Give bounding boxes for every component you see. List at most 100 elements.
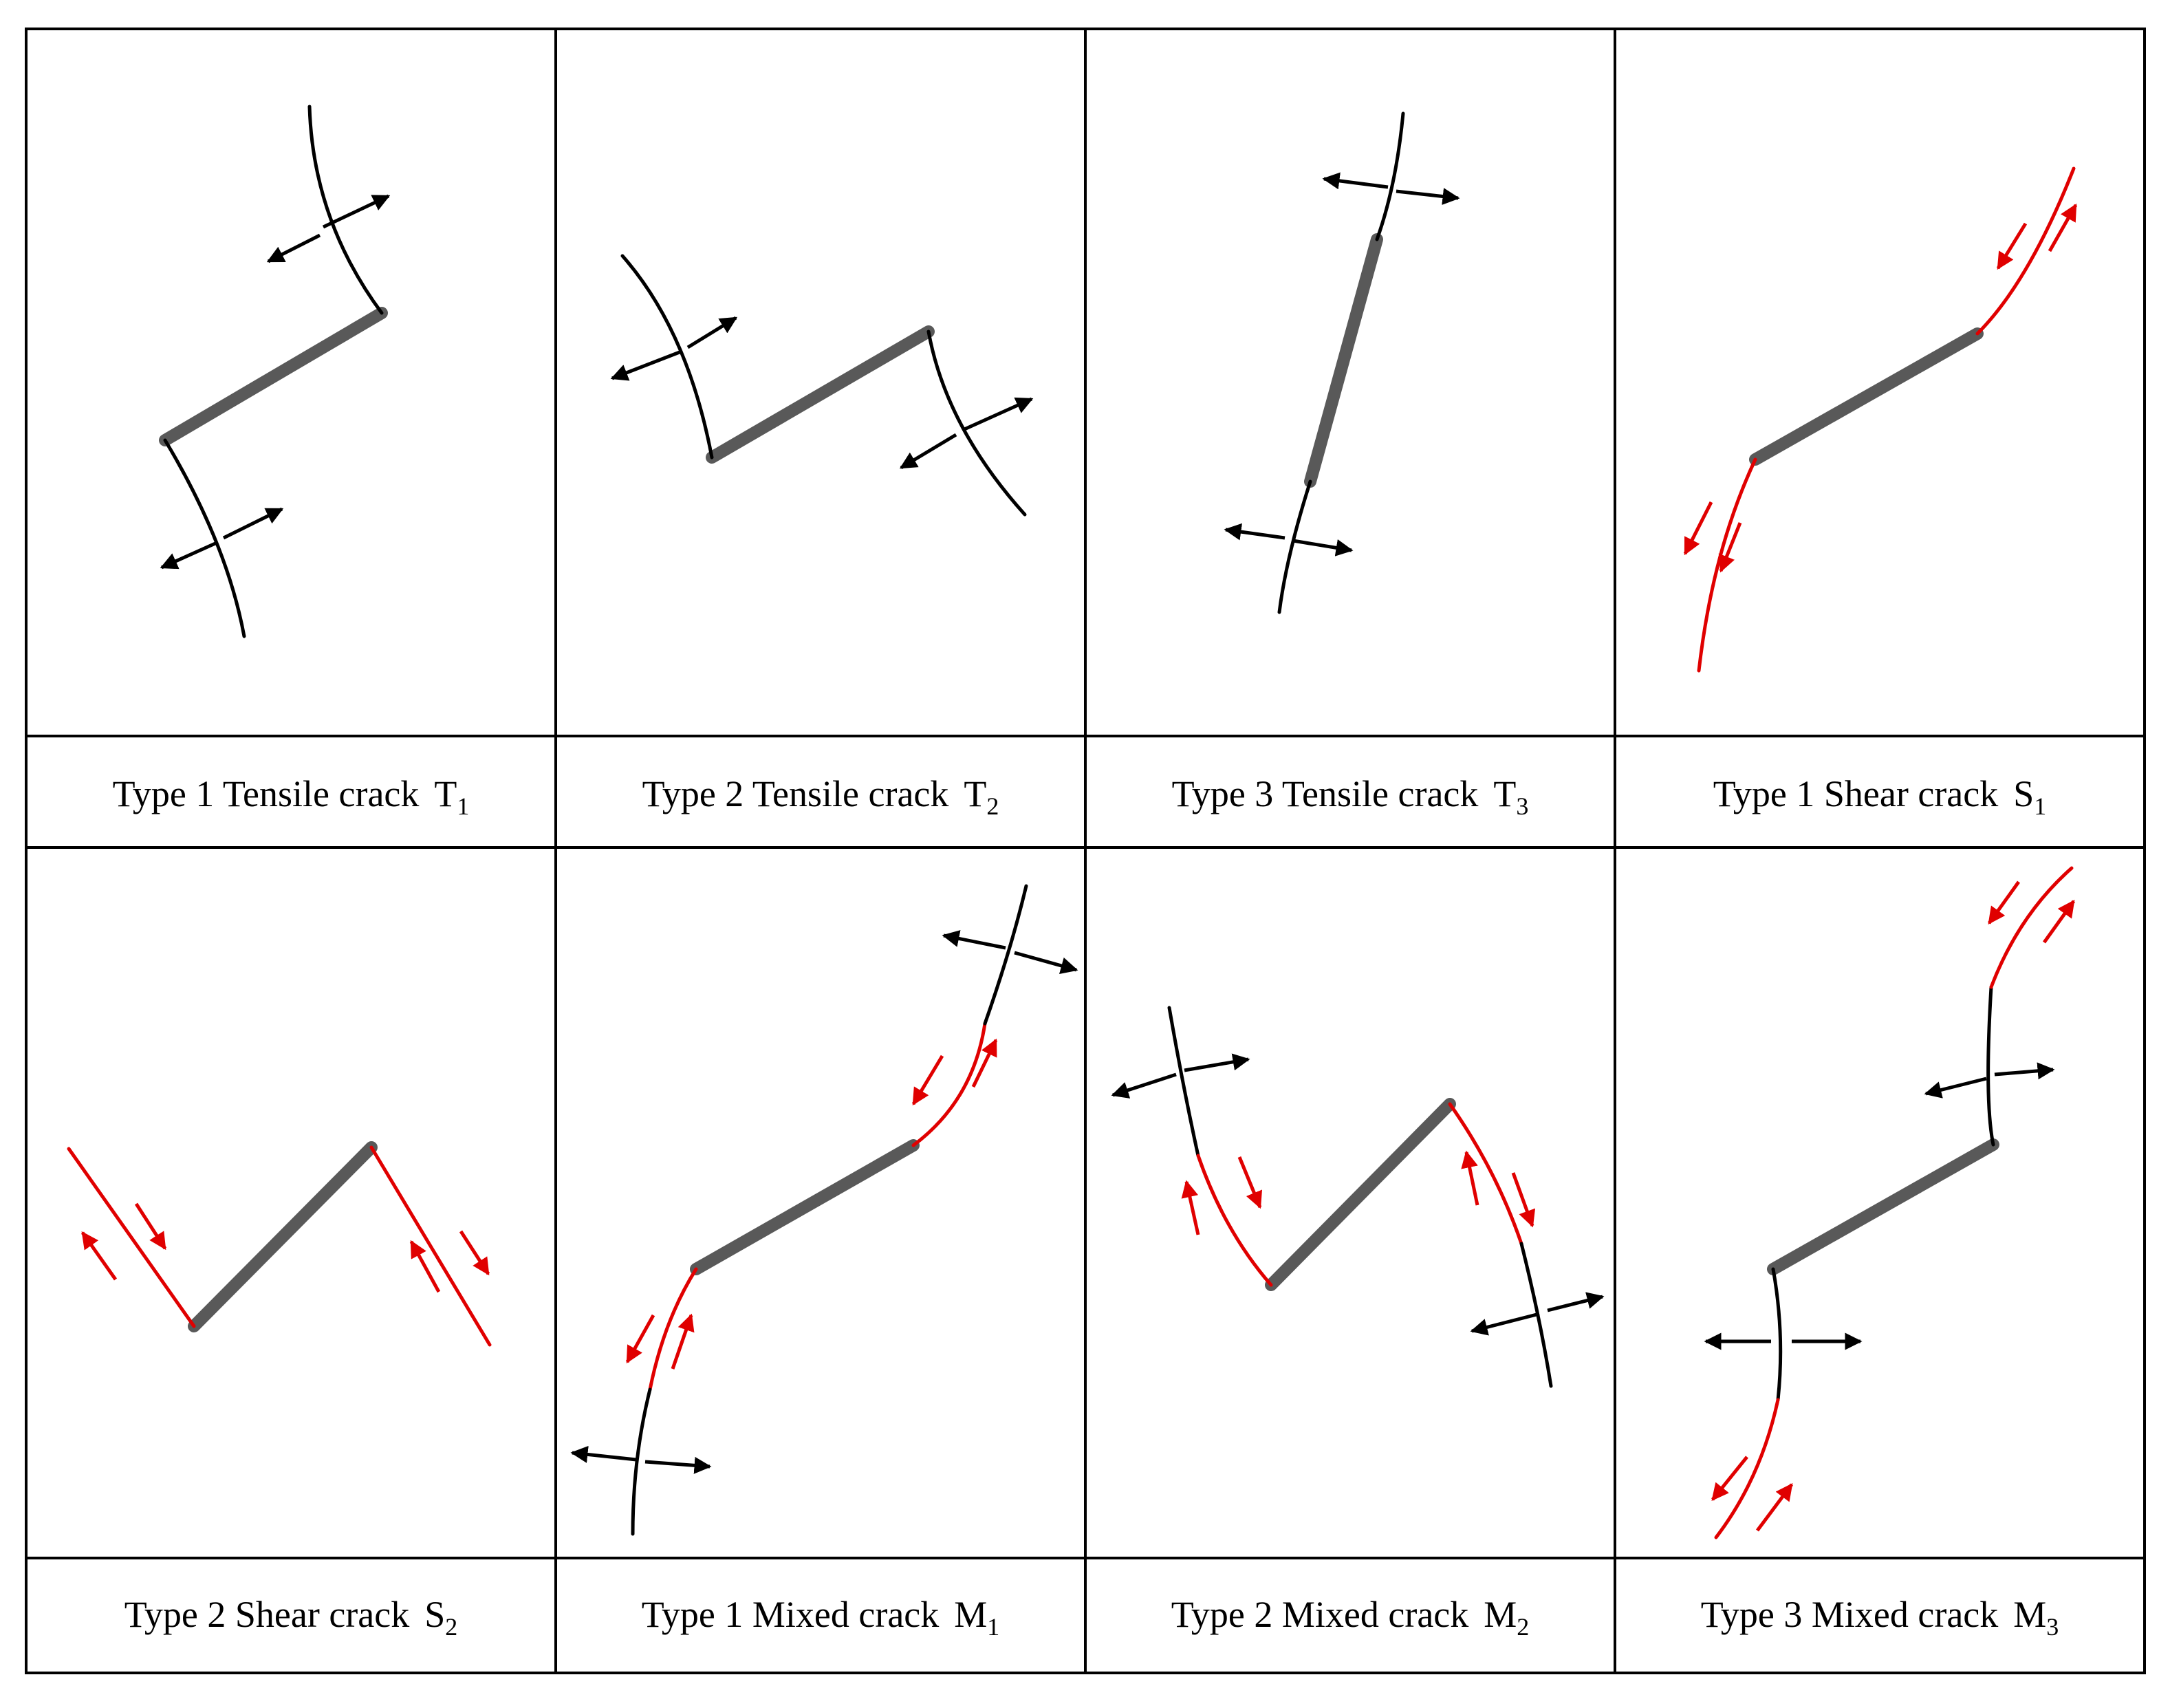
tensile-crack-segment bbox=[1771, 1267, 1783, 1402]
crack-sketch-s1 bbox=[1683, 166, 2078, 673]
shear-arrow-icon bbox=[134, 1202, 167, 1251]
caption-subscript: 3 bbox=[2046, 1613, 2059, 1641]
tensile-arrow-icon bbox=[1111, 1072, 1177, 1099]
caption-m3: Type 3 Mixed crack M3 bbox=[1701, 1594, 2059, 1641]
caption-label: Type 3 Mixed crack bbox=[1701, 1594, 1999, 1635]
caption-subscript: 1 bbox=[987, 1613, 999, 1641]
caption-subscript: 1 bbox=[2034, 792, 2046, 820]
caption-label: Type 1 Tensile crack bbox=[113, 773, 420, 814]
shear-crack-segment bbox=[1714, 1398, 1780, 1539]
caption-label: Type 1 Mixed crack bbox=[642, 1594, 940, 1635]
tensile-arrow-icon bbox=[1224, 523, 1285, 541]
tensile-arrow-icon bbox=[1014, 951, 1078, 975]
tensile-arrow-icon bbox=[1184, 1053, 1250, 1072]
shear-crack-segment bbox=[1697, 457, 1757, 673]
caption-subscript: 1 bbox=[457, 792, 469, 820]
caption-s1: Type 1 Shear crack S1 bbox=[1713, 773, 2047, 820]
table-grid bbox=[25, 28, 2146, 1674]
tensile-crack-segment bbox=[983, 884, 1028, 1026]
tensile-crack-segment bbox=[1277, 479, 1312, 614]
shear-crack-segment bbox=[369, 1145, 492, 1347]
crack-drawings bbox=[67, 105, 2078, 1539]
shear-arrow-icon bbox=[459, 1230, 490, 1276]
tensile-arrow-icon bbox=[1547, 1292, 1605, 1312]
caption-symbol: S bbox=[424, 1594, 445, 1635]
shear-crack-segment bbox=[1975, 166, 2076, 336]
tensile-arrow-icon bbox=[899, 433, 957, 470]
shear-arrow-icon bbox=[80, 1231, 118, 1281]
shear-arrow-icon bbox=[971, 1038, 998, 1088]
crack-sketch-t3 bbox=[1224, 111, 1460, 614]
tensile-arrow-icon bbox=[1292, 539, 1354, 556]
tensile-arrow-icon bbox=[686, 316, 738, 349]
rock-bridge-segment bbox=[690, 1139, 920, 1275]
crack-sketch-m3 bbox=[1704, 866, 2076, 1539]
shear-arrow-icon bbox=[671, 1313, 695, 1370]
caption-symbol: S bbox=[2013, 773, 2034, 814]
tensile-arrow-icon bbox=[570, 1445, 637, 1463]
tensile-arrow-icon bbox=[1924, 1077, 1987, 1099]
tensile-arrow-icon bbox=[610, 350, 680, 381]
rock-bridge-segment bbox=[706, 325, 935, 464]
shear-arrow-icon bbox=[1511, 1172, 1536, 1228]
crack-sketch-m1 bbox=[570, 884, 1078, 1536]
rock-bridge-segment bbox=[1265, 1098, 1456, 1291]
shear-arrow-icon bbox=[1711, 1456, 1748, 1501]
rock-bridge-segment bbox=[188, 1141, 378, 1332]
tensile-arrow-icon bbox=[266, 233, 321, 263]
captions: Type 1 Tensile crack T 1 Type 2 Tensile cr… bbox=[113, 773, 2059, 1641]
shear-crack-segment bbox=[1196, 1154, 1273, 1287]
shear-crack-segment bbox=[1989, 866, 2074, 989]
tensile-crack-segment bbox=[620, 254, 714, 460]
tensile-crack-segment bbox=[631, 1387, 652, 1536]
caption-m1: Type 1 Mixed crack M1 bbox=[642, 1594, 1000, 1641]
shear-arrow-icon bbox=[911, 1055, 944, 1106]
caption-label: Type 2 Shear crack bbox=[124, 1594, 410, 1635]
tensile-crack-segment bbox=[163, 438, 246, 638]
shear-arrow-icon bbox=[409, 1240, 441, 1293]
tensile-crack-segment bbox=[1519, 1242, 1553, 1388]
tensile-arrow-icon bbox=[644, 1456, 712, 1474]
caption-symbol: T bbox=[964, 773, 986, 814]
tensile-crack-segment bbox=[926, 329, 1027, 517]
tensile-arrow-icon bbox=[1994, 1062, 2055, 1080]
caption-symbol: M bbox=[1484, 1594, 1517, 1635]
caption-label: Type 2 Mixed crack bbox=[1171, 1594, 1469, 1635]
shear-arrow-icon bbox=[1987, 880, 2021, 925]
shear-arrow-icon bbox=[1181, 1180, 1200, 1235]
shear-arrow-icon bbox=[2042, 899, 2076, 944]
rock-bridge-segment bbox=[1749, 327, 1984, 466]
rock-bridge-segment bbox=[159, 307, 388, 446]
tensile-crack-segment bbox=[1986, 985, 1995, 1147]
tensile-arrow-icon bbox=[1470, 1312, 1540, 1336]
tensile-arrow-icon bbox=[160, 541, 217, 570]
tensile-arrow-icon bbox=[962, 397, 1034, 432]
caption-label: Type 1 Shear crack bbox=[1713, 773, 1999, 814]
tensile-crack-segment bbox=[307, 105, 384, 315]
shear-arrow-icon bbox=[1683, 501, 1713, 556]
caption-symbol: M bbox=[2013, 1594, 2046, 1635]
shear-crack-segment bbox=[648, 1267, 698, 1392]
caption-subscript: 2 bbox=[445, 1613, 457, 1641]
caption-symbol: T bbox=[1493, 773, 1516, 814]
caption-s2: Type 2 Shear crack S2 bbox=[124, 1594, 458, 1641]
tensile-crack-segment bbox=[1167, 1006, 1200, 1158]
crack-sketch-s2 bbox=[67, 1141, 492, 1347]
caption-subscript: 2 bbox=[986, 792, 999, 820]
caption-symbol: M bbox=[954, 1594, 987, 1635]
tensile-arrow-icon bbox=[322, 194, 391, 229]
crack-sketch-t1 bbox=[159, 105, 391, 638]
shear-arrow-icon bbox=[1718, 522, 1742, 573]
shear-crack-segment bbox=[911, 1021, 987, 1147]
rock-bridge-segment bbox=[1304, 233, 1383, 488]
shear-arrow-icon bbox=[1461, 1150, 1479, 1206]
tensile-crack-segment bbox=[1375, 111, 1405, 241]
tensile-arrow-icon bbox=[222, 507, 284, 540]
shear-arrow-icon bbox=[1755, 1482, 1794, 1532]
shear-crack-segment bbox=[1448, 1102, 1523, 1246]
shear-crack-segment bbox=[67, 1147, 196, 1328]
